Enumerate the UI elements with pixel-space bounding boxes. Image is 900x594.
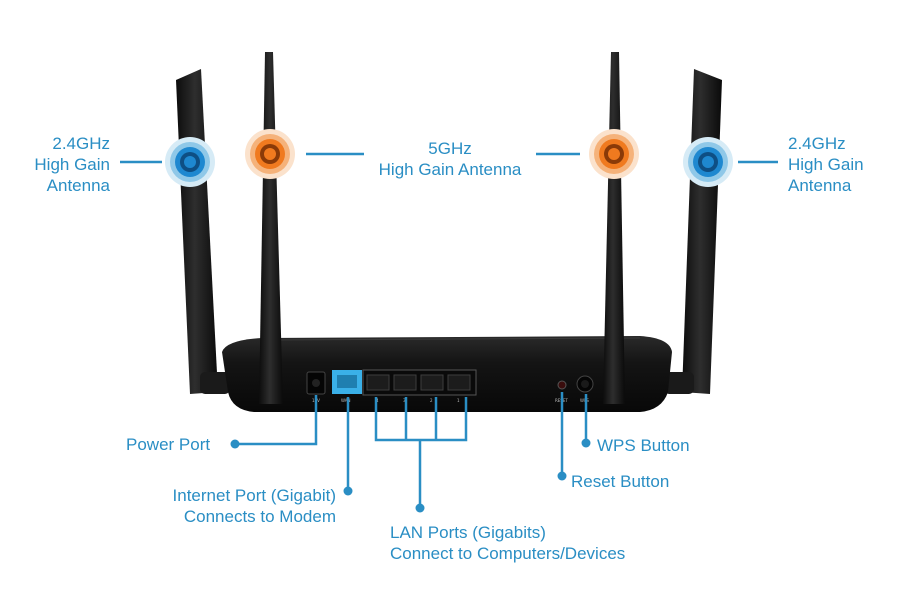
ring-left-24ghz — [165, 137, 215, 187]
lan-port-mark: 1 — [457, 398, 460, 403]
label-internet-port: Internet Port (Gigabit) Connects to Mode… — [136, 485, 336, 527]
label-line: Antenna — [46, 176, 110, 195]
label-line: Connect to Computers/Devices — [390, 544, 626, 563]
label-reset-button: Reset Button — [571, 472, 670, 491]
antenna-right-24ghz — [664, 69, 722, 394]
wps-mark: WPS — [580, 398, 589, 403]
label-line: 5GHz — [428, 139, 472, 158]
callout-lines — [120, 152, 778, 508]
label-line: High Gain — [34, 155, 110, 174]
lan-port-mark: 3 — [403, 398, 406, 403]
label-line: Antenna — [788, 176, 852, 195]
ring-right-24ghz — [683, 137, 733, 187]
wps-button: WPS — [576, 375, 594, 403]
label-antenna-right-24ghz: 2.4GHz High Gain Antenna — [788, 133, 864, 196]
label-line: High Gain Antenna — [378, 160, 522, 179]
lan-port-mark: 2 — [430, 398, 433, 403]
label-line: Connects to Modem — [183, 507, 336, 526]
label-antenna-5ghz: 5GHz High Gain Antenna — [360, 138, 540, 180]
callout-dots — [230, 438, 591, 513]
label-antenna-left-24ghz: 2.4GHz High Gain Antenna — [10, 133, 110, 196]
antenna-left-5ghz — [259, 52, 283, 404]
label-wps-button: WPS Button — [597, 436, 690, 455]
antenna-right-5ghz — [603, 52, 625, 404]
ring-left-5ghz — [245, 129, 295, 179]
label-line: Internet Port (Gigabit) — [172, 486, 336, 505]
lan-port-mark: 4 — [376, 398, 379, 403]
ring-right-5ghz — [589, 129, 639, 179]
label-lan-ports: LAN Ports (Gigabits) Connect to Computer… — [390, 522, 625, 564]
lan-ports: 4 3 2 1 — [362, 369, 477, 403]
label-line: 2.4GHz — [52, 134, 110, 153]
wan-port-mark: WAN — [341, 398, 350, 403]
label-line: High Gain — [788, 155, 864, 174]
callout-lan — [374, 397, 468, 508]
label-power-port: Power Port — [126, 435, 211, 454]
antenna-left-24ghz — [176, 69, 230, 394]
label-line: 2.4GHz — [788, 134, 846, 153]
label-line: LAN Ports (Gigabits) — [390, 523, 546, 542]
callout-power — [236, 395, 318, 446]
wan-port: WAN — [332, 370, 362, 403]
